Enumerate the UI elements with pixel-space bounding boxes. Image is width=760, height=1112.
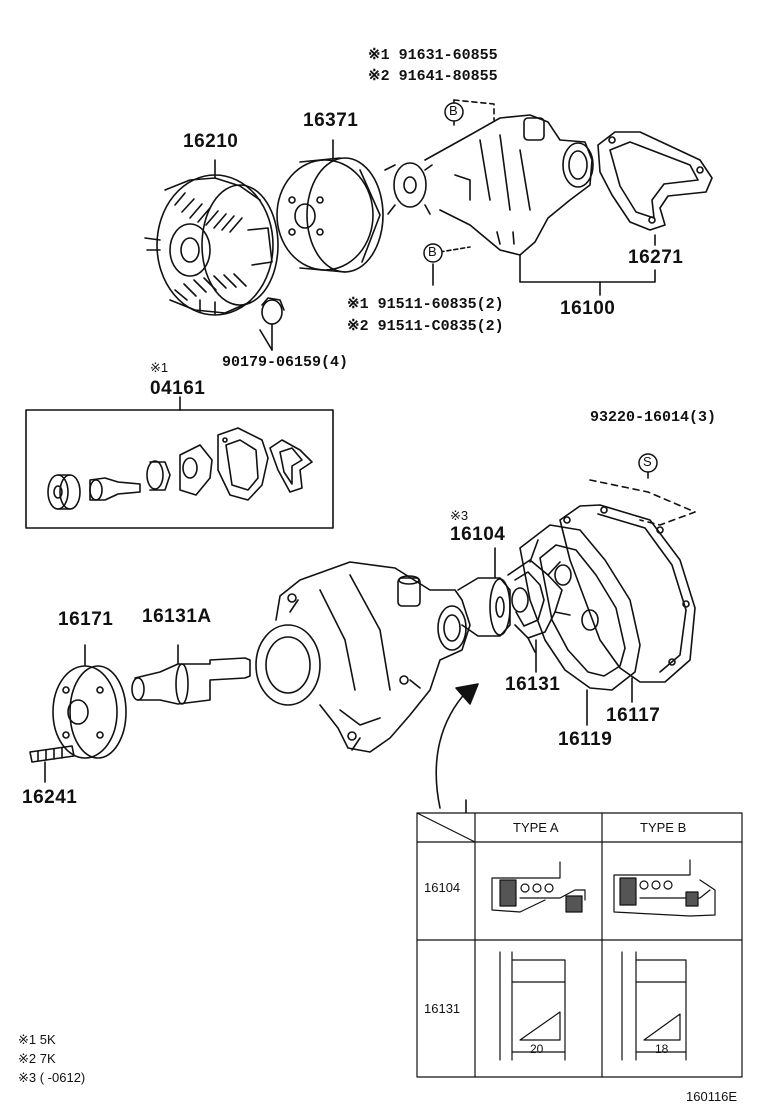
bolt-ref-7k-top: ※2 91641-80855	[368, 68, 498, 85]
footnote-1: ※1 5K	[18, 1032, 56, 1047]
stud-ref-label: 93220-16014(3)	[590, 409, 717, 426]
marker-b-bottom	[423, 243, 443, 263]
water-pump-drawing-lower	[255, 561, 471, 753]
part-04161-label: 04161	[150, 378, 206, 399]
gasket-16119-drawing	[519, 524, 641, 691]
dimension-type-b: 18	[655, 1042, 669, 1056]
part-16371-label: 16371	[303, 110, 359, 131]
diagram-id: 160116E	[686, 1089, 738, 1104]
bolt-ref-5k-bottom: ※1 91511-60835(2)	[347, 296, 504, 313]
part-16210-label: 16210	[183, 131, 239, 152]
marker-s	[638, 453, 658, 473]
nut-ref-label: 90179-06159(4)	[222, 354, 349, 371]
fan-clutch-drawing	[144, 174, 279, 316]
type-a-rotor-section	[499, 951, 566, 1061]
shaft-16131a-drawing	[131, 644, 251, 705]
type-table-grid	[416, 812, 743, 1078]
table-header-type-b: TYPE B	[640, 820, 687, 835]
part-16131a-label: 16131A	[142, 606, 212, 627]
type-b-rotor-section	[621, 951, 687, 1061]
part-16104-label: 16104	[450, 524, 506, 545]
marker-b-bottom-label: B	[428, 244, 437, 259]
part-16117-label: 16117	[606, 705, 661, 726]
table-row-16104: 16104	[424, 880, 461, 895]
part-16131-label: 16131	[505, 674, 561, 695]
part-16171-label: 16171	[58, 609, 114, 630]
table-header-type-a: TYPE A	[513, 820, 559, 835]
type-a-seal-section	[491, 861, 586, 913]
marker-b-top	[444, 102, 464, 122]
gasket-16271-drawing	[597, 131, 713, 231]
cover-16117-drawing	[559, 504, 696, 683]
bolt-ref-5k-top: ※1 91631-60855	[368, 47, 498, 64]
part-16241-label: 16241	[22, 787, 78, 808]
marker-s-label: S	[643, 454, 652, 469]
footnote-2: ※2 7K	[18, 1051, 56, 1066]
seal-16104-drawing	[457, 547, 511, 637]
marker-b-top-label: B	[449, 103, 458, 118]
type-b-seal-section	[613, 859, 716, 917]
kit-parts-drawing	[47, 427, 313, 510]
bolt-ref-7k-bottom: ※2 91511-C0835(2)	[347, 318, 504, 335]
nut-drawing	[261, 297, 285, 351]
part-16119-label: 16119	[558, 729, 613, 750]
seal-note: ※3	[450, 508, 469, 523]
dimension-type-a: 20	[530, 1042, 544, 1056]
flange-16171-drawing	[52, 644, 127, 759]
water-pump-drawing-upper	[384, 114, 594, 256]
pulley-drawing	[276, 157, 384, 273]
part-16100-label: 16100	[560, 298, 616, 319]
footnote-3: ※3 ( -0612)	[18, 1070, 86, 1085]
table-row-16131: 16131	[424, 1001, 461, 1016]
part-16271-label: 16271	[628, 247, 684, 268]
rotor-16131-drawing	[507, 539, 571, 653]
kit-note: ※1	[150, 360, 169, 375]
stud-16241-drawing	[29, 745, 75, 783]
